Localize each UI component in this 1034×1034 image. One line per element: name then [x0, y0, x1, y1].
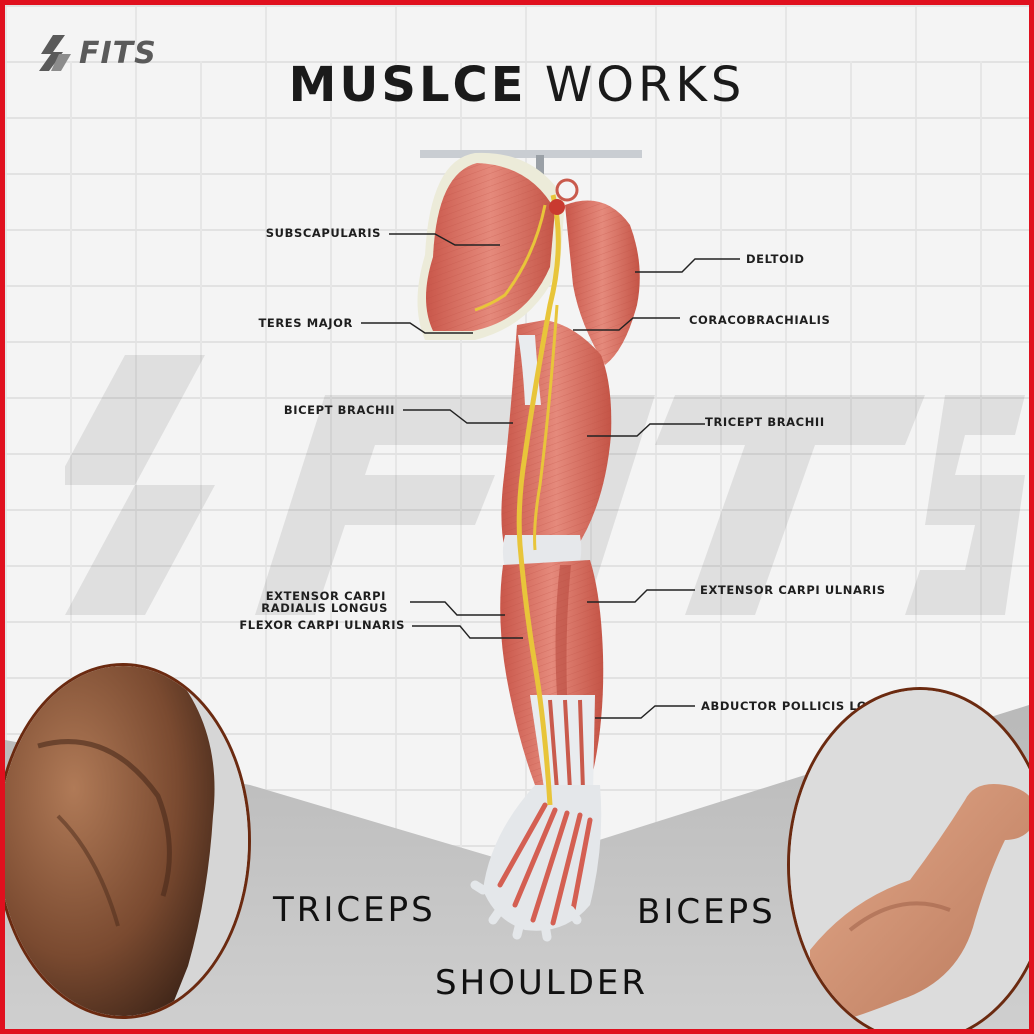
fingers	[470, 880, 582, 942]
forearm-groove	[555, 565, 571, 695]
biceps-photo	[790, 690, 1029, 1029]
label-tricept-brachii: TRICEPT BRACHII	[705, 415, 825, 429]
hand-muscles	[497, 802, 593, 926]
label-shoulder: SHOULDER	[435, 963, 649, 1003]
stand-rod	[536, 155, 544, 185]
nerve-branch-1	[474, 204, 547, 312]
fits-logo-icon	[39, 35, 71, 71]
leader-bicept-brachii	[403, 409, 513, 424]
page-title: MUSLCE WORKS	[5, 57, 1029, 113]
nerve-main	[516, 194, 561, 806]
brand-name: FITS	[79, 35, 157, 71]
nerve-branch-2	[533, 304, 559, 551]
leader-teres-major	[361, 322, 473, 334]
muscle-labels: SUBSCAPULARIS TERES MAJOR BICEPT BRACHII…	[239, 226, 905, 713]
label-triceps: TRICEPS	[273, 890, 436, 930]
leader-coracobrachialis	[573, 317, 680, 331]
artery-marker	[549, 199, 565, 215]
stand-plate	[420, 150, 642, 158]
title-bold: MUSLCE	[288, 57, 527, 113]
leader-lines	[361, 233, 740, 719]
deltoid-fibers	[565, 200, 640, 365]
subscapularis-fibers	[426, 163, 555, 331]
leader-extensor-carpi-ulnaris	[587, 589, 695, 603]
leader-flexor-carpi-ulnaris	[412, 625, 523, 639]
title-light: WORKS	[544, 57, 746, 113]
label-bicept-brachii: BICEPT BRACHII	[284, 403, 395, 417]
brand-logo: FITS	[39, 35, 157, 71]
arm-muscle-diagram: SUBSCAPULARIS TERES MAJOR BICEPT BRACHII…	[239, 150, 906, 942]
leader-subscapularis	[389, 233, 500, 246]
wrist-muscle-strands	[548, 699, 585, 791]
label-subscapularis: SUBSCAPULARIS	[266, 226, 381, 240]
label-coracobrachialis: CORACOBRACHIALIS	[689, 313, 830, 327]
triceps-photo	[5, 666, 248, 1016]
hand	[483, 785, 602, 931]
label-deltoid: DELTOID	[746, 252, 804, 266]
label-extensor-carpi-line2: RADIALIS LONGUS	[261, 601, 388, 615]
label-flexor-carpi-ulnaris: FLEXOR CARPI ULNARIS	[239, 618, 405, 632]
leader-extensor-carpi-radialis	[410, 601, 505, 616]
humeral-head-marker	[555, 178, 579, 202]
leader-tricept-brachii	[587, 423, 705, 437]
arm-model	[417, 152, 640, 942]
label-biceps: BICEPS	[637, 892, 776, 932]
label-extensor-carpi-ulnaris: EXTENSOR CARPI ULNARIS	[700, 583, 886, 597]
label-teres-major: TERES MAJOR	[258, 316, 353, 330]
triceps-photo-circle	[5, 663, 251, 1019]
label-extensor-carpi-line1: EXTENSOR CARPI	[266, 589, 386, 603]
leader-abductor-pollicis	[595, 705, 695, 719]
biceps-photo-circle	[787, 687, 1029, 1029]
leader-deltoid	[635, 258, 740, 273]
